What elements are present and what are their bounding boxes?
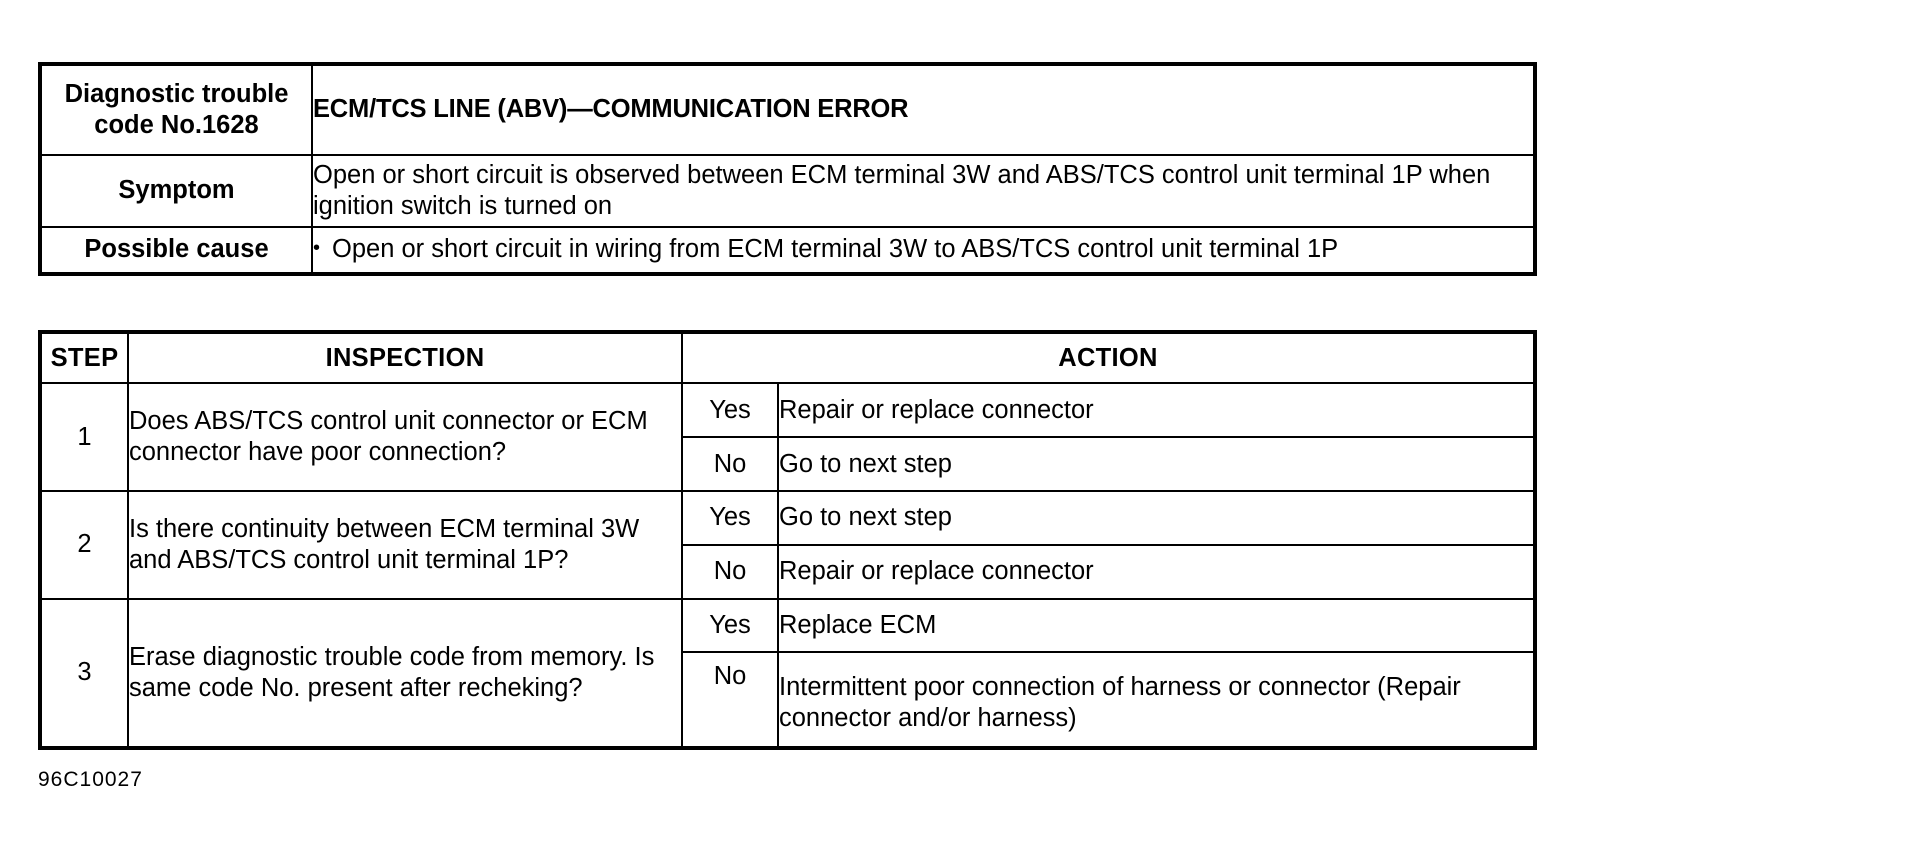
step-2-no-label: No (681, 543, 779, 600)
possible-cause-label-cell: Possible cause (39, 226, 313, 275)
step-2-yes-action: Go to next step (776, 489, 1537, 546)
step-2-inspection: Is there continuity between ECM terminal… (127, 489, 683, 600)
table-row-step-2-no: No Repair or replace connector (40, 543, 1537, 600)
possible-cause-value-cell: • Open or short circuit in wiring from E… (311, 226, 1536, 275)
table-row-step-3-yes: 3 Erase diagnostic trouble code from mem… (39, 597, 1537, 750)
step-1-yes-action: Repair or replace connector (776, 382, 1537, 439)
symptom-label-cell: Symptom (39, 154, 313, 228)
dtc-code-label-line2: code No.1628 (94, 111, 259, 139)
step-3-yes-action: Replace ECM (776, 597, 1537, 654)
table-row-title: Diagnostic trouble code No.1628 ECM/TCS … (39, 63, 1536, 156)
step-3-no-label: No (681, 651, 779, 749)
table-row-step-2-yes: 2 Is there continuity between ECM termin… (39, 489, 1537, 600)
step-1-yes-label: Yes (681, 382, 779, 439)
step-1-inspection: Does ABS/TCS control unit connector or E… (127, 382, 683, 492)
bullet-icon: • (313, 237, 321, 260)
column-header-inspection: INSPECTION (127, 330, 683, 385)
dtc-code-label-line1: Diagnostic trouble (64, 79, 289, 108)
table-row-symptom: Symptom Open or short circuit is observe… (39, 154, 1536, 228)
step-1-no-label: No (681, 436, 779, 492)
step-2-no-action: Repair or replace connector (776, 543, 1537, 600)
step-1-no-action: Go to next step (776, 436, 1537, 492)
table-row-possible-cause: Possible cause • Open or short circuit i… (39, 226, 1536, 275)
table-header-row: STEP INSPECTION ACTION (39, 330, 1537, 385)
step-number-1: 1 (39, 382, 129, 492)
table-row-step-1-no: No Go to next step (40, 436, 1537, 492)
step-number-3: 3 (39, 597, 129, 750)
possible-cause-text: Open or short circuit in wiring from ECM… (332, 235, 1339, 264)
step-2-yes-label: Yes (681, 489, 779, 546)
step-number-2: 2 (39, 489, 129, 600)
figure-caption: 96C10027 (38, 768, 143, 791)
symptom-value-cell: Open or short circuit is observed betwee… (311, 154, 1536, 228)
column-header-step: STEP (39, 330, 129, 385)
inspection-action-table: STEP INSPECTION ACTION 1 Does ABS/TCS co… (38, 330, 1538, 750)
step-3-yes-label: Yes (681, 597, 779, 654)
table-row-step-1-yes: 1 Does ABS/TCS control unit connector or… (39, 382, 1537, 492)
dtc-title-cell: ECM/TCS LINE (ABV)—COMMUNICATION ERROR (311, 63, 1536, 156)
step-3-no-action: Intermittent poor connection of harness … (776, 651, 1537, 749)
dtc-code-label-cell: Diagnostic trouble code No.1628 (39, 63, 313, 156)
diagnostic-trouble-code-table: Diagnostic trouble code No.1628 ECM/TCS … (38, 62, 1537, 276)
table-row-step-3-no: No Intermittent poor connection of harne… (40, 651, 1537, 749)
column-header-action: ACTION (680, 330, 1537, 385)
step-3-inspection: Erase diagnostic trouble code from memor… (127, 597, 683, 750)
